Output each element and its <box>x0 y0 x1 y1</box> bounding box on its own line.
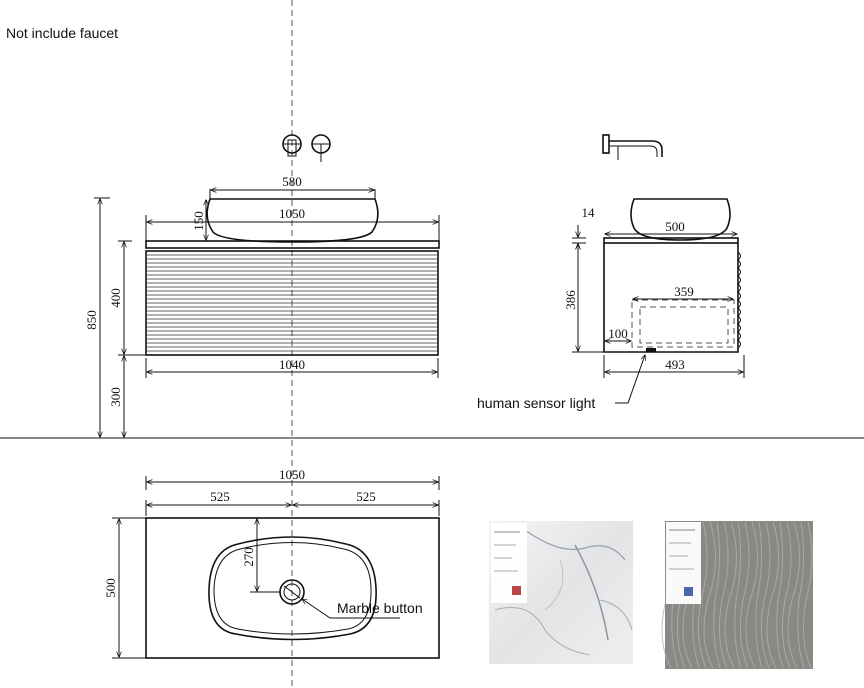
dim-basin-height: 150 <box>191 211 206 231</box>
dim-side-width: 493 <box>665 357 685 372</box>
dim-top-view-depth: 500 <box>103 578 118 598</box>
dim-top-thickness: 14 <box>582 205 596 220</box>
dim-top-width: 1050 <box>279 206 305 221</box>
dim-drawer-depth: 359 <box>674 284 694 299</box>
dim-top-view-width: 1050 <box>279 467 305 482</box>
top-view: 1050 525 525 270 500 Marble button <box>103 467 440 659</box>
worktop-top-view <box>145 517 440 659</box>
cabinet-body <box>145 250 439 356</box>
sensor-light <box>646 348 656 352</box>
dim-basin-width: 580 <box>282 174 302 189</box>
marble-button-label: Marble button <box>337 600 423 616</box>
wood-swatch <box>661 521 813 669</box>
side-fluting <box>737 251 741 349</box>
dim-side-depth: 500 <box>665 219 685 234</box>
side-cabinet <box>603 243 739 353</box>
basin-top-view-inner <box>213 542 372 635</box>
wall-spout-icon <box>602 134 663 160</box>
fluted-front <box>147 254 437 352</box>
dim-total-height: 850 <box>84 310 99 330</box>
faucet-handle-icon <box>282 134 302 157</box>
side-worktop <box>603 237 739 244</box>
dim-right-half: 525 <box>356 489 376 504</box>
dim-drain-offset: 270 <box>241 547 256 567</box>
faucet-spout-icon <box>311 134 331 162</box>
side-view: 14 500 386 359 100 493 human sensor ligh… <box>477 134 745 411</box>
front-view: 580 1050 150 850 400 300 1040 <box>84 134 440 437</box>
dim-cabinet-width: 1040 <box>279 357 305 372</box>
dim-side-height: 386 <box>563 290 578 310</box>
side-drawer-inner <box>639 306 729 344</box>
marble-swatch <box>489 521 633 664</box>
sensor-light-label: human sensor light <box>477 395 595 411</box>
dim-drawer-offset: 100 <box>608 326 628 341</box>
worktop <box>145 240 440 249</box>
drain-icon <box>279 579 305 605</box>
faucet-note: Not include faucet <box>6 25 118 41</box>
side-basin <box>630 198 731 241</box>
basin-top-view <box>208 536 377 641</box>
dim-left-half: 525 <box>210 489 230 504</box>
dim-leg-height: 300 <box>108 387 123 407</box>
dim-cabinet-height: 400 <box>108 288 123 308</box>
